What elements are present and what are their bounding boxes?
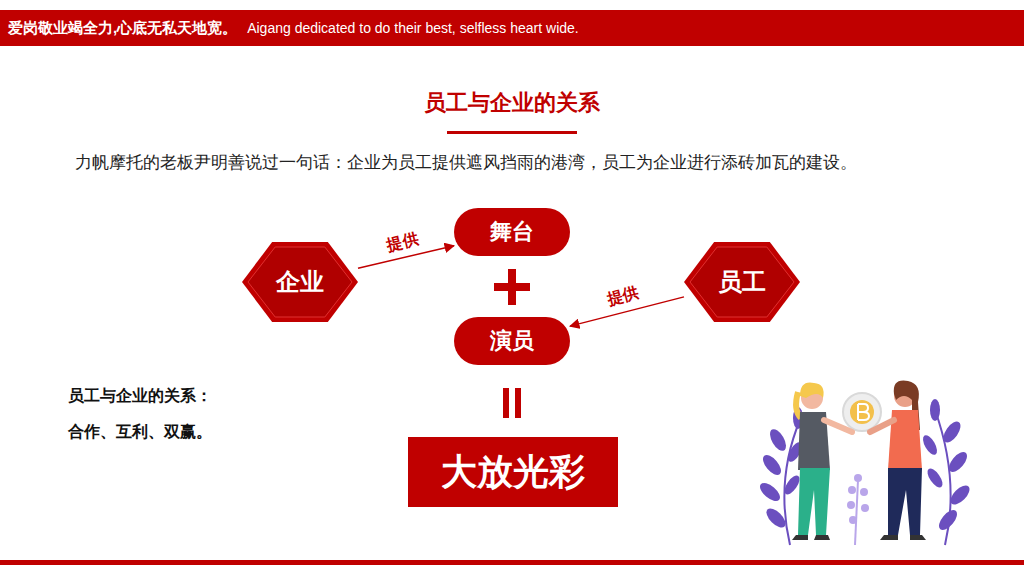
relation-heading: 员工与企业的关系：: [68, 386, 212, 407]
hexagon-bevel: [690, 247, 794, 317]
handshake-illustration: [757, 381, 973, 545]
result-box: 大放光彩: [408, 437, 618, 507]
role-pill: 舞台: [454, 208, 570, 256]
pill-fill: [454, 208, 570, 256]
motto-translation: Aigang dedicated to do their best, selfl…: [247, 20, 579, 36]
node-text: 舞台: [490, 217, 534, 247]
header-band: 爱岗敬业竭全力,心底无私天地宽。 Aigang dedicated to do t…: [0, 10, 1024, 46]
hexagon-fill: [242, 242, 358, 322]
slide-title: 员工与企业的关系: [0, 88, 1024, 118]
entity-hexagon: 企业: [242, 242, 358, 322]
edge-label: 提供: [603, 282, 643, 311]
node-text: 大放光彩: [441, 448, 585, 497]
node-text: 演员: [490, 326, 534, 356]
equals-symbol: [503, 388, 521, 418]
motto-text: 爱岗敬业竭全力,心底无私天地宽。: [8, 19, 237, 38]
title-underline: [447, 131, 577, 134]
relation-summary: 合作、互利、双赢。: [68, 422, 212, 443]
role-pill: 演员: [454, 317, 570, 365]
entity-hexagon: 员工: [684, 242, 800, 322]
hexagon-fill: [684, 242, 800, 322]
node-text: 企业: [276, 266, 324, 298]
plus-symbol: [494, 269, 530, 305]
bottom-rule: [0, 560, 1024, 565]
hexagon-bevel: [248, 247, 352, 317]
edge-label: 提供: [383, 228, 423, 257]
quote-text: 力帆摩托的老板尹明善说过一句话：企业为员工提供遮风挡雨的港湾，员工为企业进行添砖…: [75, 151, 857, 174]
pill-fill: [454, 317, 570, 365]
node-text: 员工: [718, 266, 766, 298]
